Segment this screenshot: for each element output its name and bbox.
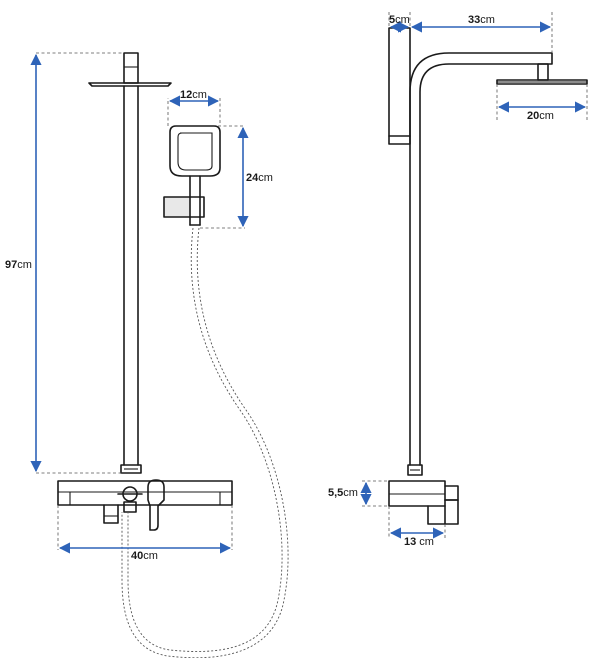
- side-view: 5cm 33cm 20cm 5,5cm 13 cm: [328, 12, 588, 548]
- rain-shower-head: [88, 52, 172, 87]
- mixer-tray: [57, 479, 233, 531]
- handshower-width-label: 12cm: [180, 89, 207, 101]
- hand-shower: [163, 125, 221, 226]
- side-rain-head: [496, 63, 588, 85]
- wall-offset-label: 5cm: [389, 14, 410, 26]
- shower-hose: [121, 227, 289, 658]
- mixer-height-label: 5,5cm: [328, 487, 358, 499]
- bath-spout: [103, 504, 119, 524]
- height-dimension-label: 97cm: [5, 259, 32, 271]
- mixer-depth-label: 13 cm: [404, 536, 434, 548]
- handshower-length-label: 24cm: [246, 172, 273, 184]
- front-view: 97cm 12cm 24cm 40cm: [5, 52, 289, 658]
- mixer-handle: [147, 479, 165, 531]
- head-diameter-label: 20cm: [527, 110, 554, 122]
- handshower-holder: [163, 196, 205, 218]
- side-mixer: [388, 480, 459, 525]
- arm-length-label: 33cm: [468, 14, 495, 26]
- base-width-label: 40cm: [131, 550, 158, 562]
- wall-bracket: [388, 27, 411, 145]
- riser-pipe: [120, 85, 142, 474]
- curved-arm: [409, 52, 553, 466]
